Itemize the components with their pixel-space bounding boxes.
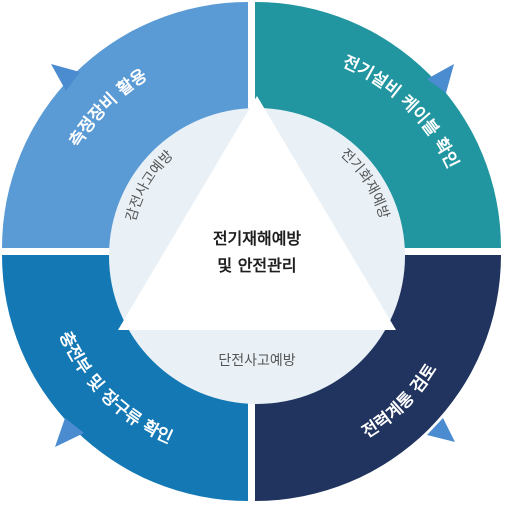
arrow-bottom-left-icon bbox=[55, 418, 84, 447]
triangle-label-bottom: 단전사고예방 bbox=[218, 353, 295, 369]
center-title-line2: 및 안전관리 bbox=[217, 256, 296, 275]
arrow-top-right-icon bbox=[427, 64, 454, 93]
arrow-left-icon bbox=[51, 64, 80, 91]
center-title-line1: 전기재해예방 bbox=[213, 229, 302, 248]
center-triangle bbox=[118, 96, 396, 330]
arrow-bottom-right-icon bbox=[427, 418, 455, 442]
